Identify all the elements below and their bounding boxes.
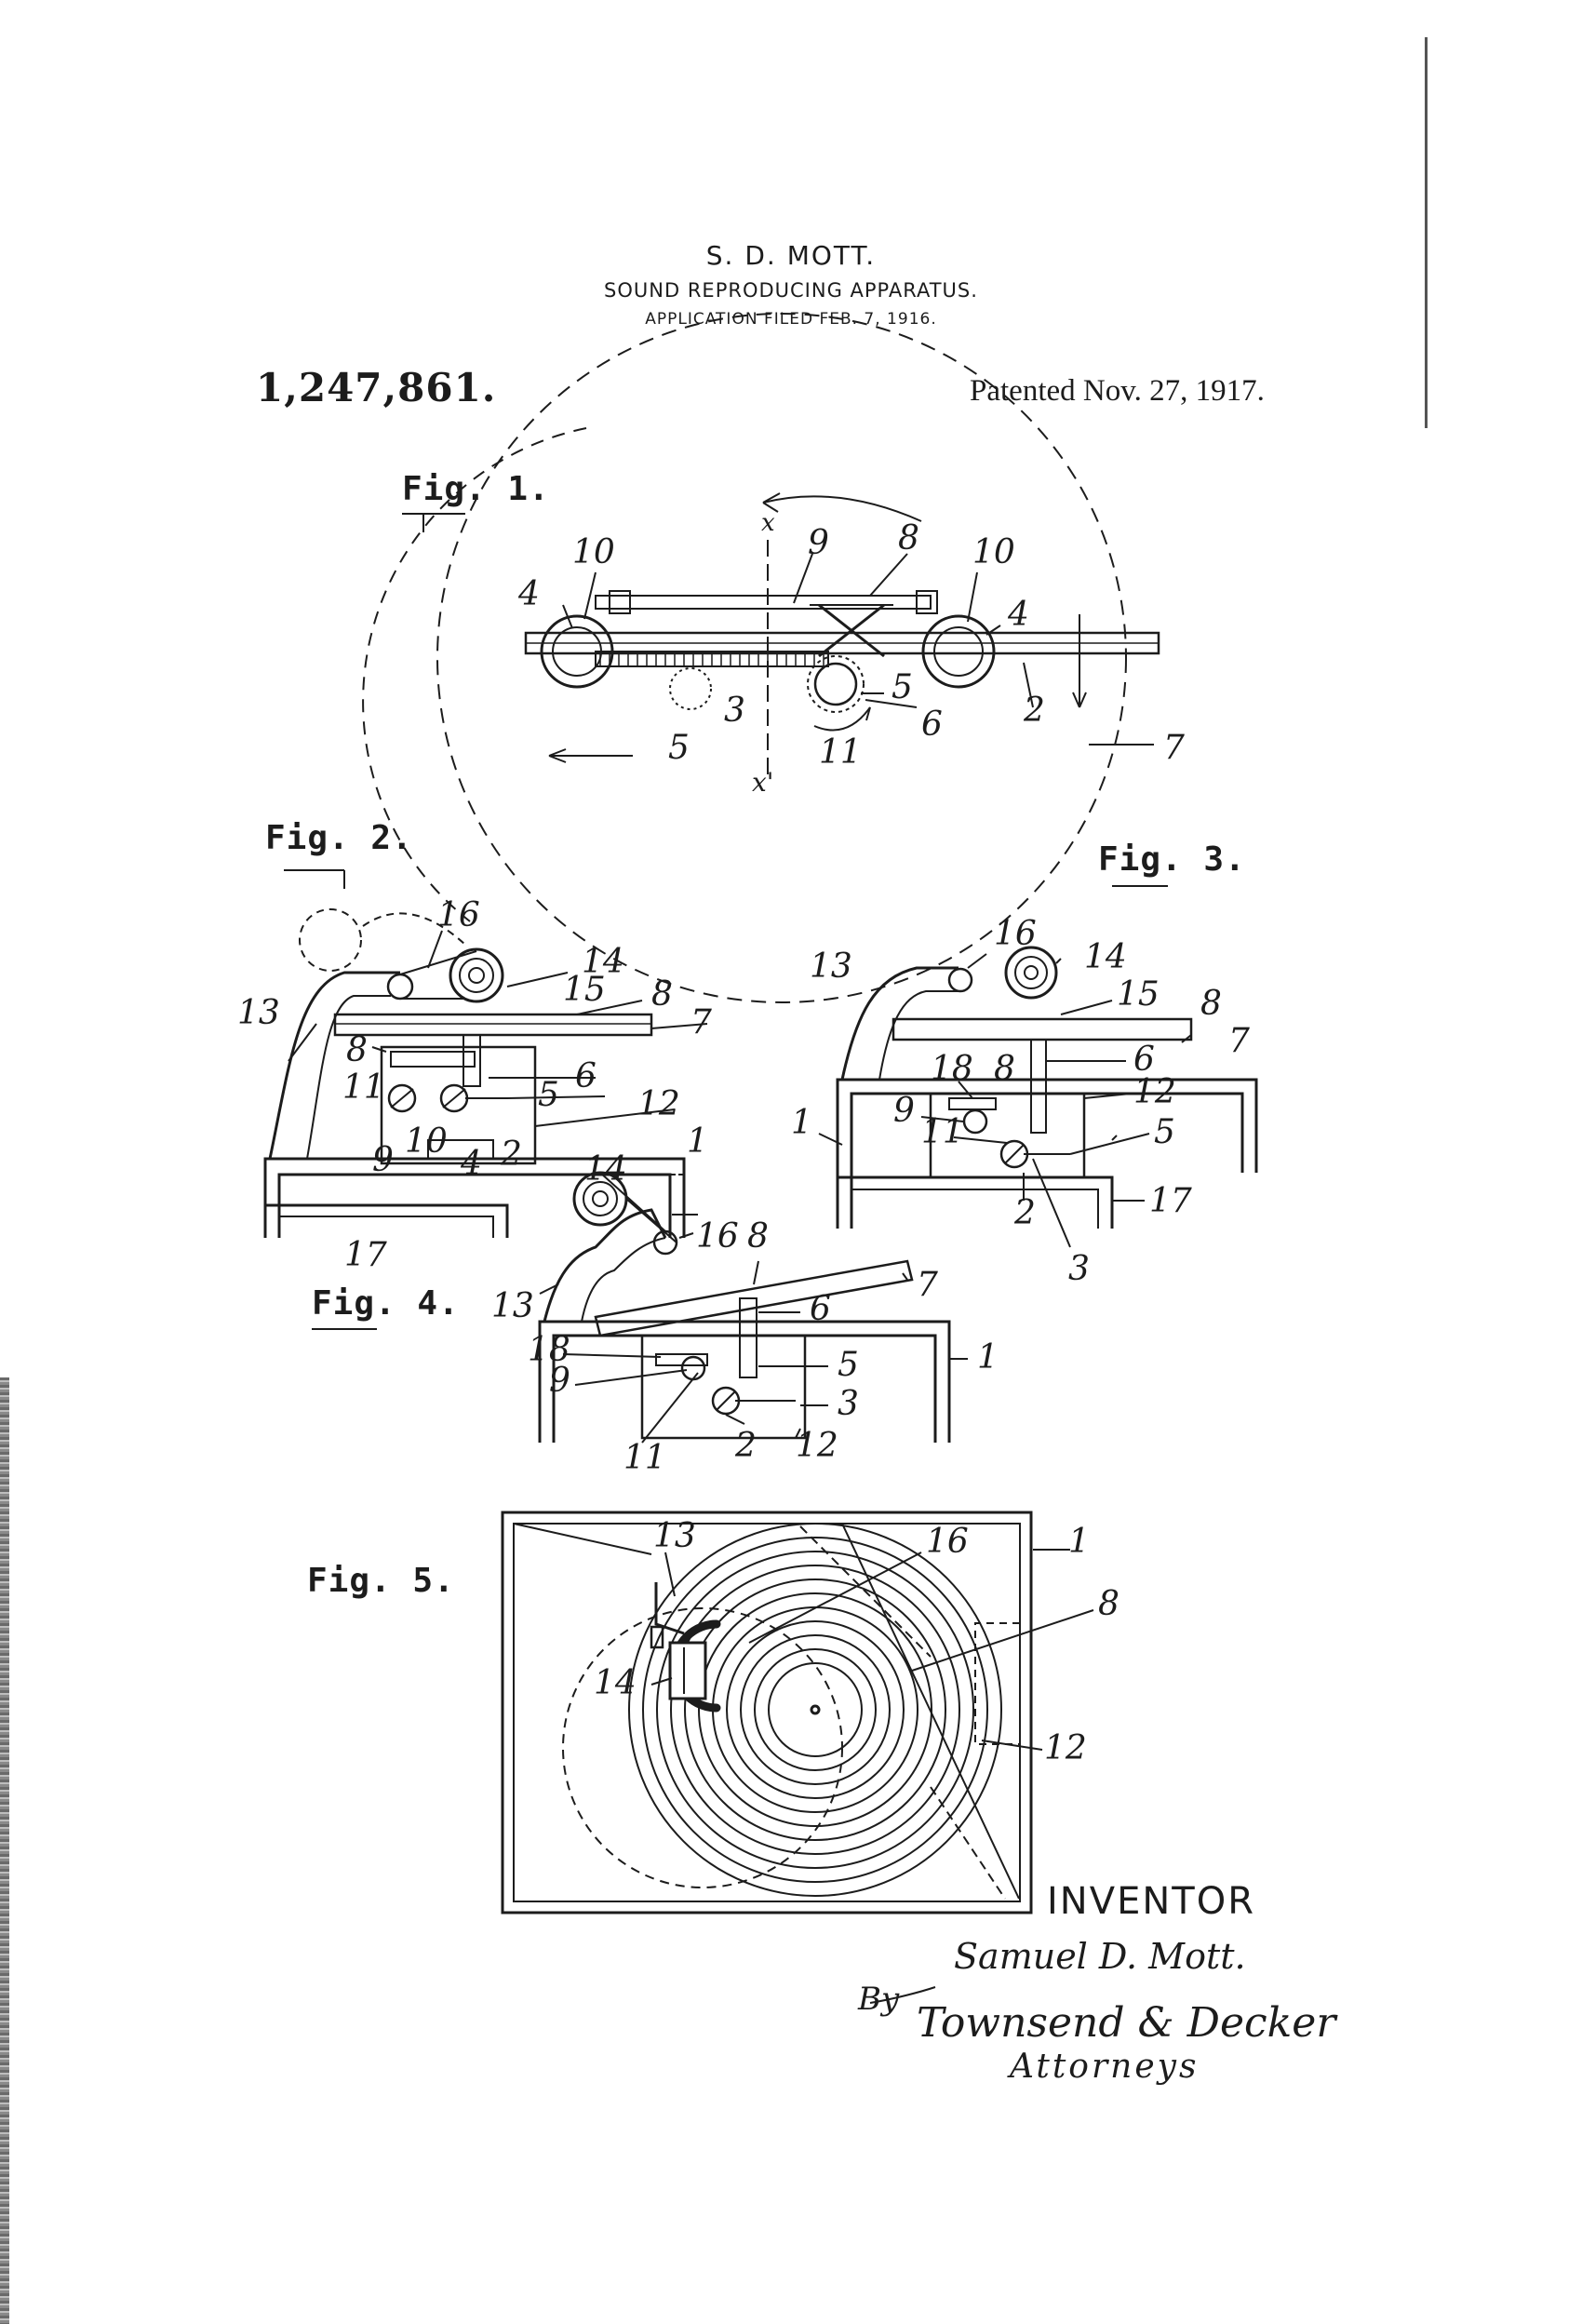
fig4-ref-6: 6 (810, 1290, 831, 1328)
fig5-ref-12: 12 (1044, 1729, 1087, 1767)
fig3-ref-8: 8 (994, 1050, 1015, 1088)
fig2-ref-16: 16 (437, 896, 480, 934)
fig2-ref-8: 8 (346, 1031, 368, 1069)
fig2-ref-17: 17 (344, 1236, 387, 1274)
fig2-ref-2: 2 (500, 1135, 522, 1174)
by-label: By (858, 1981, 900, 2018)
fig1-ref-7: 7 (1163, 729, 1185, 767)
fig2-ref-6: 6 (575, 1057, 597, 1095)
fig4-ref-16: 16 (696, 1217, 739, 1256)
fig1-ref-x: x (761, 509, 775, 537)
inventor-header: S. D. MOTT. (705, 240, 877, 271)
fig3-ref-16: 16 (994, 915, 1037, 953)
fig1-ref-2: 2 (1023, 692, 1045, 730)
fig1-ref-5-gear: 5 (892, 668, 913, 706)
fig3-title: Fig. 3. (1098, 840, 1246, 879)
figure-1: Fig. 1. (362, 313, 1160, 1003)
fig4-ref-7: 7 (917, 1266, 938, 1304)
fig4-ref-18: 18 (528, 1331, 570, 1369)
fig4-ref-3: 3 (838, 1385, 859, 1423)
fig2-ref-5: 5 (538, 1076, 559, 1114)
patent-title: SOUND REPRODUCING APPARATUS. (604, 279, 978, 302)
fig4-ref-14: 14 (584, 1150, 627, 1189)
fig2-ref-12: 12 (637, 1085, 680, 1123)
fig5-ref-16: 16 (926, 1523, 969, 1561)
fig5-ref-13: 13 (653, 1517, 696, 1555)
fig3-ref-11: 11 (921, 1113, 964, 1151)
fig5-title: Fig. 5. (307, 1562, 455, 1600)
fig2-ref-9: 9 (372, 1141, 394, 1179)
fig2-ref-14: 14 (582, 943, 624, 981)
figure-5: Fig. 5. (307, 1511, 1094, 1914)
fig2-ref-13: 13 (237, 994, 280, 1032)
patented-date: Patented Nov. 27, 1917. (970, 374, 1265, 408)
fig3-ref-6: 6 (1133, 1041, 1155, 1079)
fig1-ref-4-left: 4 (517, 575, 540, 613)
fig2-ref-8-plate: 8 (651, 975, 673, 1014)
fig3-ref-3: 3 (1068, 1250, 1090, 1288)
fig4-ref-13: 13 (491, 1287, 534, 1325)
fig3-ref-8-plate: 8 (1200, 985, 1222, 1023)
signature-flourish (869, 1986, 936, 2004)
fig5-ref-14: 14 (594, 1664, 637, 1702)
fig3-ref-2: 2 (1013, 1194, 1036, 1232)
fig4-ref-12: 12 (796, 1427, 838, 1465)
figure-3: Fig. 3. (818, 840, 1258, 1248)
fig1-ref-8: 8 (898, 519, 919, 557)
fig3-ref-18: 18 (931, 1050, 973, 1088)
fig2-ref-15: 15 (563, 971, 606, 1009)
fig1-title: Fig. 1. (402, 470, 550, 508)
fig1-ref-10-right: 10 (972, 533, 1015, 571)
fig3-ref-5: 5 (1154, 1113, 1175, 1151)
fig2-title: Fig. 2. (265, 819, 413, 857)
fig2-ref-1: 1 (687, 1122, 708, 1161)
fig4-ref-8: 8 (747, 1217, 769, 1256)
fig3-ref-12: 12 (1133, 1073, 1176, 1111)
fig1-ref-3: 3 (724, 692, 745, 730)
fig4-ref-2: 2 (734, 1427, 757, 1465)
fig1-ref-11: 11 (819, 733, 862, 772)
fig3-ref-7: 7 (1228, 1022, 1250, 1060)
fig1-ref-9: 9 (808, 524, 829, 562)
inventor-signature: Samuel D. Mott. (954, 1936, 1246, 1977)
fig1-ref-5-dotted: 5 (668, 729, 690, 767)
fig4-ref-9: 9 (549, 1362, 570, 1400)
figure-2: Fig. 2. (263, 819, 708, 1238)
fig4-ref-1: 1 (977, 1338, 999, 1377)
attorneys-label: Attorneys (1010, 2048, 1200, 2086)
right-scan-edge (1425, 37, 1428, 428)
fig2-ref-4: 4 (460, 1145, 482, 1183)
fig4-ref-11: 11 (623, 1439, 666, 1477)
fig3-ref-13: 13 (810, 947, 852, 986)
fig5-ref-8: 8 (1098, 1585, 1119, 1623)
fig5-ref-1: 1 (1068, 1523, 1090, 1561)
fig3-ref-17: 17 (1149, 1182, 1192, 1220)
left-scan-edge (0, 1377, 9, 2324)
inventor-label: INVENTOR (1047, 1880, 1255, 1923)
fig4-ref-5: 5 (838, 1346, 859, 1384)
fig3-ref-1: 1 (791, 1104, 812, 1142)
fig2-ref-10: 10 (405, 1122, 448, 1161)
fig1-ref-10-left: 10 (572, 533, 615, 571)
fig3-ref-9: 9 (893, 1092, 915, 1130)
fig4-title: Fig. 4. (312, 1284, 460, 1323)
fig1-ref-4-right: 4 (1007, 596, 1029, 634)
fig1-ref-6: 6 (921, 705, 943, 744)
patent-number: 1,247,861. (256, 365, 497, 410)
fig1-ref-x-prime: x' (752, 767, 774, 798)
fig2-ref-7: 7 (690, 1003, 712, 1041)
fig3-ref-14: 14 (1084, 938, 1127, 976)
figure-4: Fig. 4. (312, 1171, 968, 1444)
attorneys-signature: Townsend & Decker (917, 1999, 1336, 2047)
fig3-ref-15: 15 (1117, 975, 1160, 1014)
fig2-ref-11: 11 (342, 1068, 385, 1107)
